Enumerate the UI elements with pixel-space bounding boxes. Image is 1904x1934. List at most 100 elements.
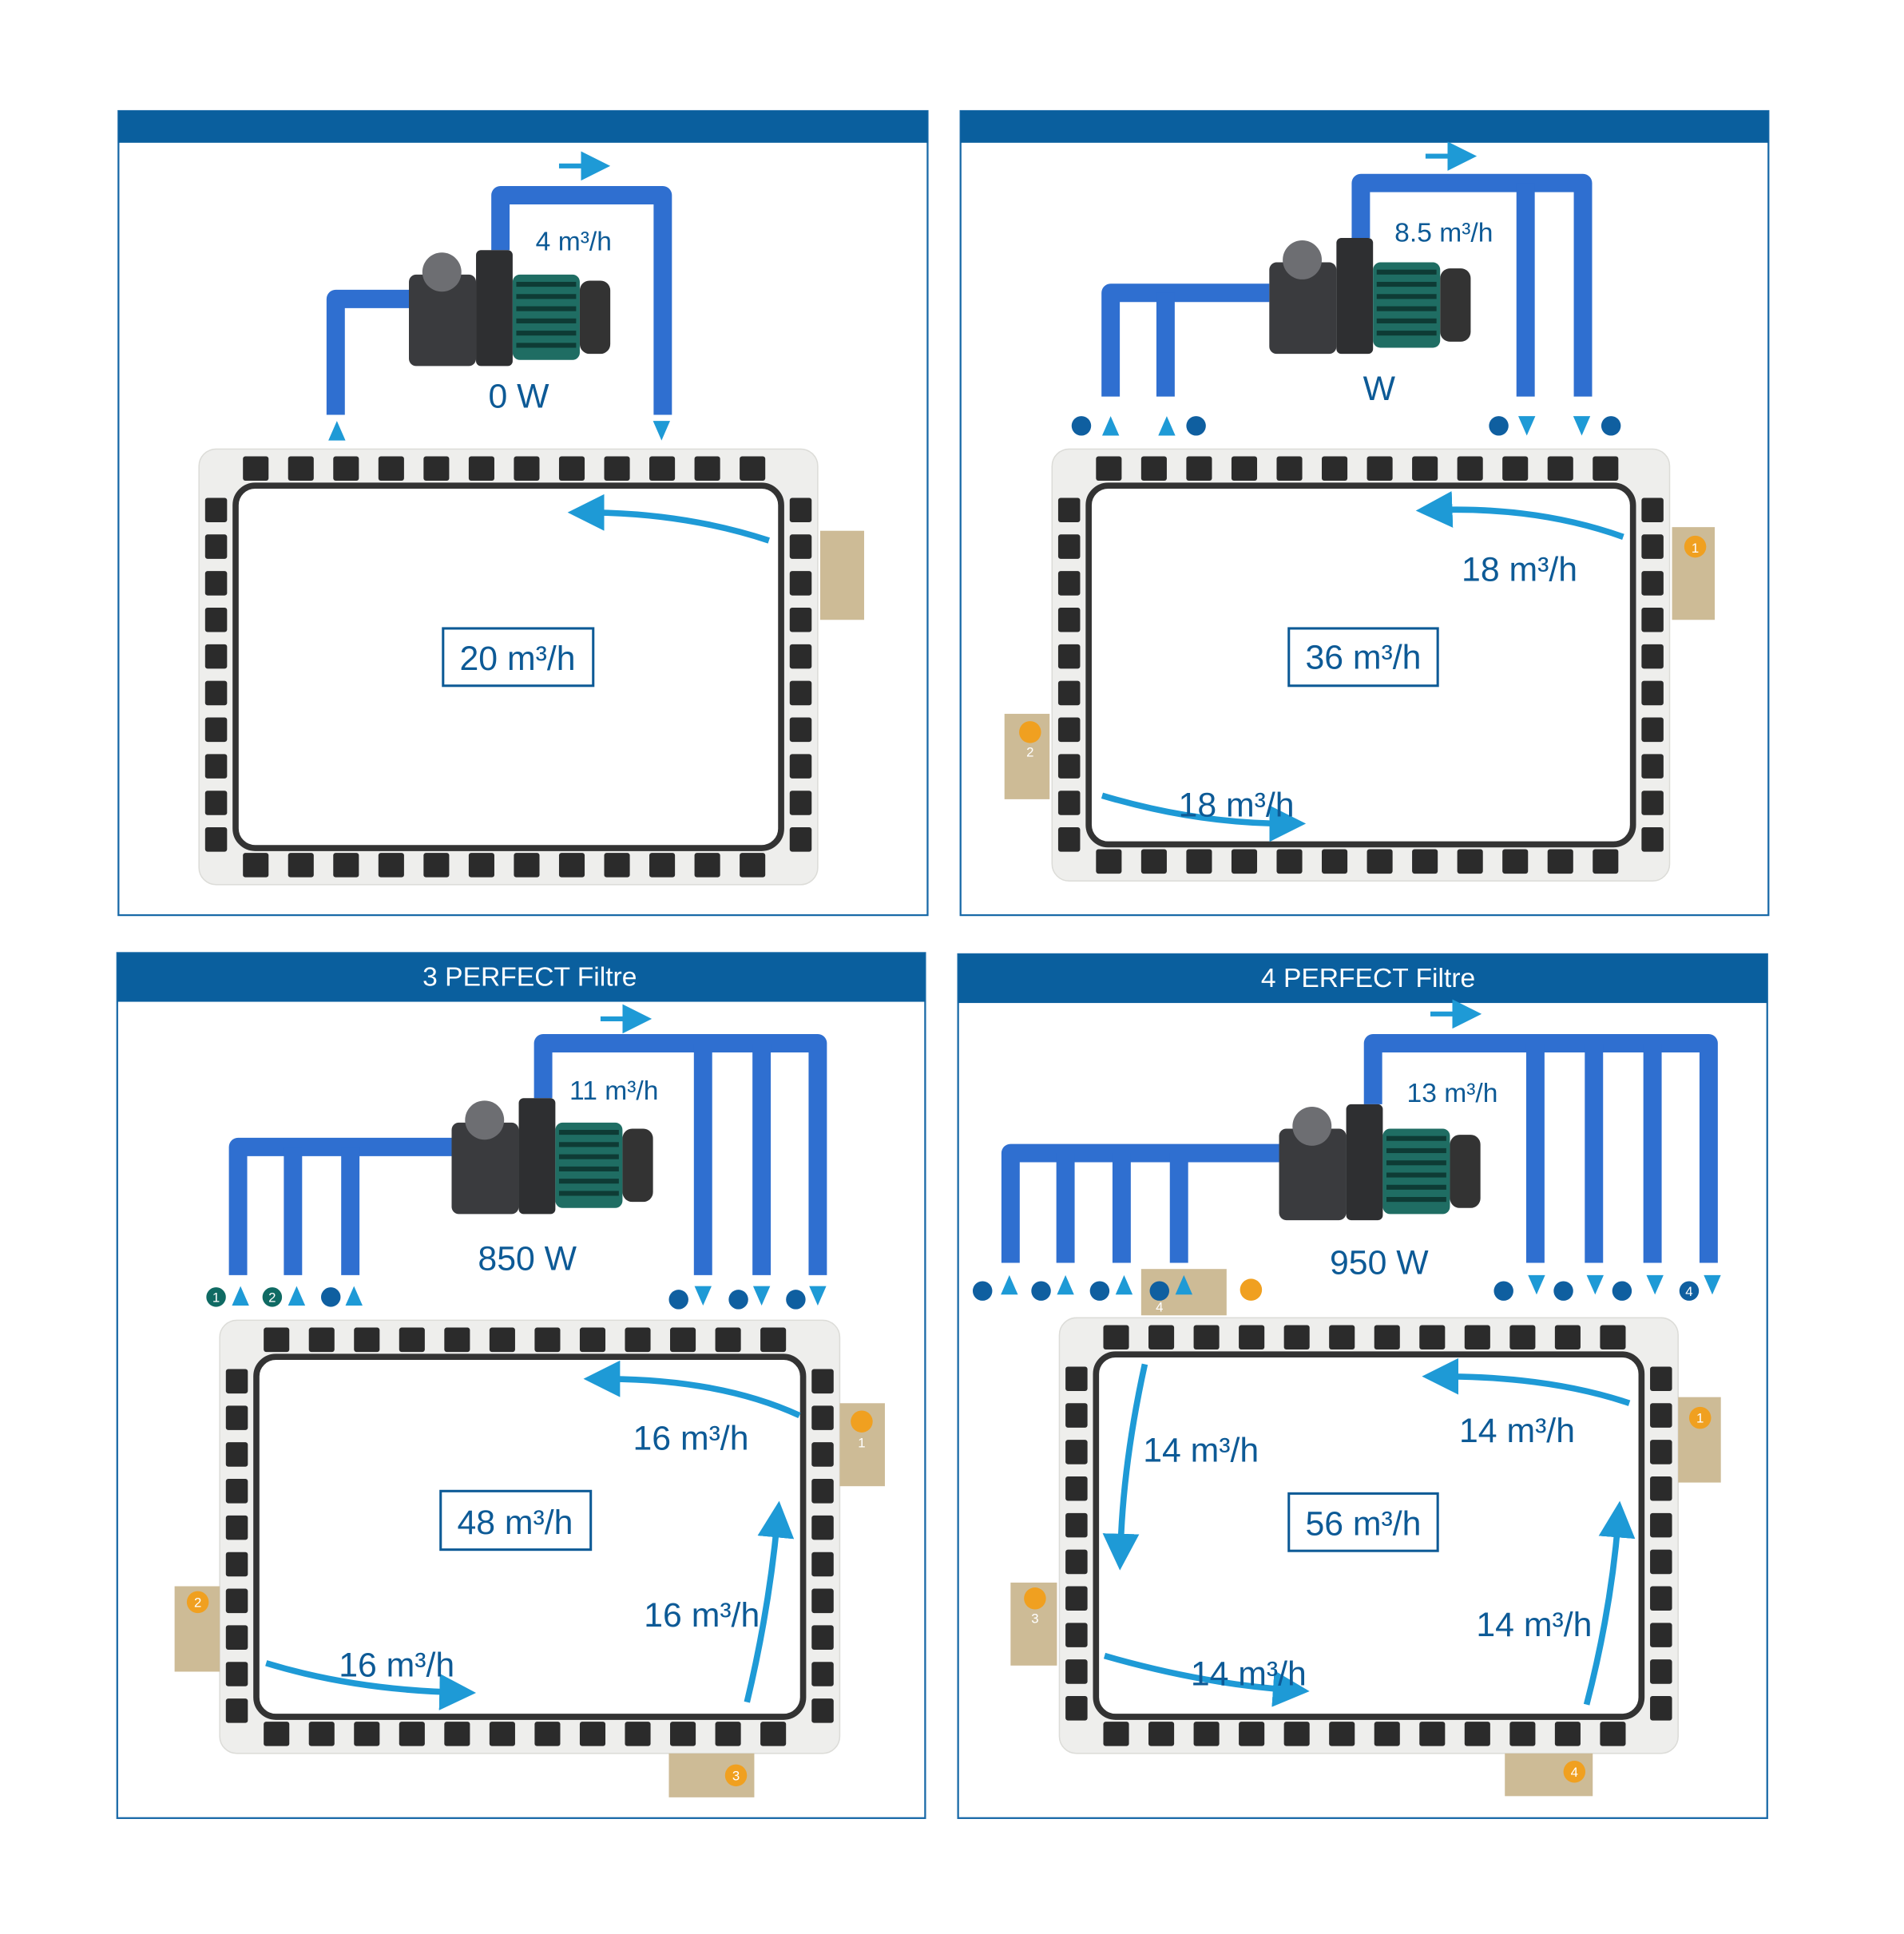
motor-fin xyxy=(1376,331,1437,336)
pool-wall-block xyxy=(1065,1696,1088,1721)
skimmer-flow-label: 14 m³/h xyxy=(1143,1432,1259,1470)
pool-wall-block xyxy=(1065,1623,1088,1647)
pool-wall-block xyxy=(514,456,540,482)
pump-strainer xyxy=(1269,262,1337,355)
pool-wall-block xyxy=(1419,1325,1446,1350)
motor-fin xyxy=(516,306,577,311)
pool-wall-block xyxy=(740,853,766,878)
suction-triangle-icon xyxy=(1158,416,1176,436)
pool-wall-block xyxy=(444,1722,470,1746)
pool-wall-block xyxy=(225,1625,248,1650)
skimmer-badge xyxy=(1240,1278,1263,1301)
pool-wall-block xyxy=(811,1698,834,1723)
skimmer-badge xyxy=(1024,1587,1046,1610)
pool-wall-block xyxy=(1057,571,1081,596)
pool-wall-block xyxy=(811,1405,834,1430)
pool-wall-block xyxy=(1641,791,1664,815)
pool-wall-block xyxy=(789,571,812,596)
pool-wall-block xyxy=(225,1442,248,1467)
connection-dot-icon xyxy=(1186,416,1206,436)
skimmer-flow-label: 18 m³/h xyxy=(1179,786,1295,824)
pool-wall-block xyxy=(811,1552,834,1577)
pool-wall-block xyxy=(1374,1722,1400,1746)
pool-wall-block xyxy=(333,456,359,482)
pool-wall-block xyxy=(1065,1366,1088,1392)
pool-wall-block xyxy=(308,1722,335,1746)
motor-fin xyxy=(1386,1160,1446,1166)
flow-arrow-icon xyxy=(1415,491,1624,540)
connection-dot-icon xyxy=(206,1287,226,1307)
connection-dot-icon xyxy=(1553,1281,1573,1301)
marker-number: 2 xyxy=(268,1290,276,1305)
motor-cap xyxy=(1450,1135,1481,1208)
pool-wall-block xyxy=(740,456,766,482)
connection-dot-icon xyxy=(786,1290,806,1310)
pool-wall-block xyxy=(1057,754,1081,779)
pool-wall-block xyxy=(1283,1722,1310,1746)
pool-wall-block xyxy=(1650,1403,1672,1428)
diagram-graphics xyxy=(116,109,1770,1819)
pool-wall-block xyxy=(1650,1366,1672,1392)
pool-wall-block xyxy=(1239,1722,1265,1746)
return-triangle-icon xyxy=(653,421,671,441)
suction-triangle-icon xyxy=(1057,1274,1074,1295)
motor-fin xyxy=(558,1154,619,1159)
pool-wall-block xyxy=(1593,849,1619,874)
motor-fin xyxy=(1386,1184,1446,1190)
pool-wall-block xyxy=(604,456,630,482)
return-triangle-icon xyxy=(1704,1274,1721,1295)
pool-wall-block xyxy=(225,1369,248,1394)
pool-wall-block xyxy=(789,497,812,523)
pool-wall-block xyxy=(1554,1325,1581,1350)
pool-wall-block xyxy=(1650,1659,1672,1684)
pool-wall-block xyxy=(444,1327,470,1353)
pool-wall-block xyxy=(514,853,540,878)
connection-dot-icon xyxy=(1071,416,1092,436)
pool-wall-block xyxy=(1186,456,1212,482)
pool-wall-block xyxy=(204,607,228,632)
pool-wall-block xyxy=(811,1369,834,1394)
pump-strainer xyxy=(451,1122,519,1215)
pool-wall-block xyxy=(288,853,314,878)
pool-wall-block xyxy=(243,456,269,482)
pool-wall-block xyxy=(1231,849,1258,874)
pipe xyxy=(326,289,410,415)
skimmer-number: 3 xyxy=(732,1768,740,1783)
pool-wall-block xyxy=(1283,1325,1310,1350)
pump-strainer xyxy=(1279,1128,1347,1221)
pool-wall-block xyxy=(604,853,630,878)
pipe xyxy=(1101,283,1270,397)
skimmer-flow-label: 18 m³/h xyxy=(1462,550,1577,589)
pool-wall-block xyxy=(789,534,812,559)
pool-wall-block xyxy=(1600,1722,1626,1746)
pool-wall-block xyxy=(625,1722,651,1746)
pool-wall-block xyxy=(225,1515,248,1540)
pool-wall-block xyxy=(1231,456,1258,482)
pool-wall-block xyxy=(1650,1549,1672,1575)
skimmer-badge xyxy=(1684,535,1707,558)
skimmer-badge xyxy=(851,1410,873,1433)
pool-wall-block xyxy=(558,456,585,482)
flow-arrow-icon xyxy=(1103,1652,1310,1707)
pool-wall-block xyxy=(760,1722,787,1746)
pool-wall-block xyxy=(1065,1512,1088,1538)
pool-wall-block xyxy=(1412,849,1438,874)
suction-triangle-icon xyxy=(345,1286,363,1306)
pool-wall-block xyxy=(558,853,585,878)
pool-wall-block xyxy=(811,1515,834,1540)
pool-wall-block xyxy=(1065,1403,1088,1428)
pool-wall-block xyxy=(1193,1722,1220,1746)
pool-wall-block xyxy=(1065,1440,1088,1464)
pool-wall-block xyxy=(1057,644,1081,669)
return-triangle-icon xyxy=(1646,1274,1664,1295)
skimmer-badge xyxy=(1688,1406,1712,1429)
pool-wall-block xyxy=(811,1662,834,1686)
connection-dot-icon xyxy=(1089,1281,1110,1301)
return-triangle-icon xyxy=(752,1286,771,1306)
pool-wall-block xyxy=(649,853,676,878)
connection-dot-icon xyxy=(1149,1281,1169,1301)
pool-wall-block xyxy=(1641,680,1664,706)
pool-wall-block xyxy=(579,1327,606,1353)
pump-strainer xyxy=(409,274,477,367)
pool-wall-block xyxy=(1509,1325,1536,1350)
